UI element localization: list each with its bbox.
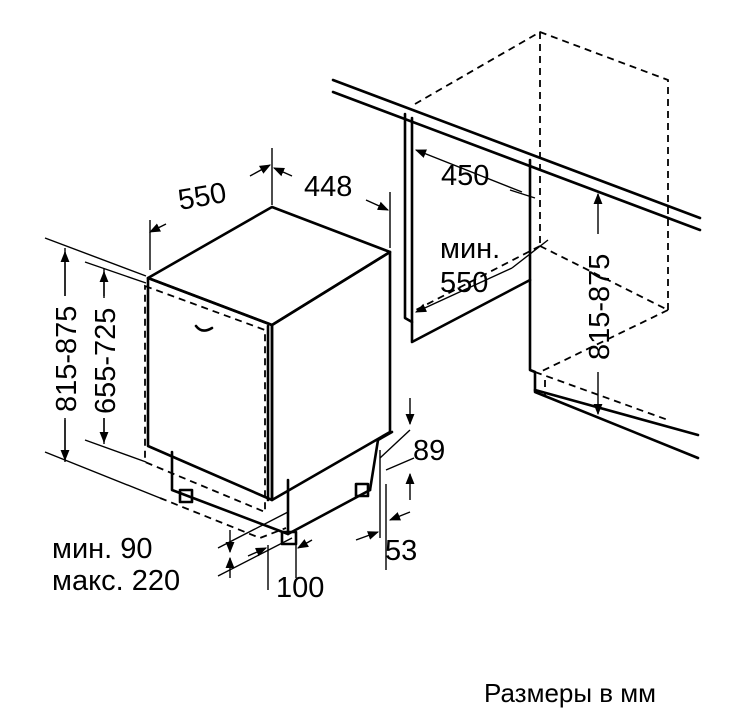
niche-height-label: 815-875 [584,254,616,360]
foot-dim-lines [355,398,415,570]
plinth-max-label: макс. 220 [52,565,180,597]
body-height-label: 655-725 [90,308,122,414]
units-caption: Размеры в мм [484,678,656,708]
niche-min-dim [414,239,549,313]
plinth-dim-lines [217,511,313,590]
dishwasher-body [144,205,392,546]
width-label: 448 [304,171,352,203]
total-height-label: 815-875 [51,306,83,412]
foot-top-label: 89 [413,435,445,467]
left-dim-lines [44,237,161,499]
niche-depth-dim [414,149,536,199]
niche-min-label-line1: мин. [440,233,500,265]
niche-min-label-line2: 550 [440,267,488,299]
plinth-depth-label: 100 [276,572,324,604]
top-dim-lines [148,148,391,270]
foot-bottom-label: 53 [385,535,417,567]
plinth-min-label: мин. 90 [52,533,153,565]
depth-label: 550 [176,177,229,217]
niche-depth-label: 450 [441,160,489,192]
niche-cabinet [331,31,702,460]
